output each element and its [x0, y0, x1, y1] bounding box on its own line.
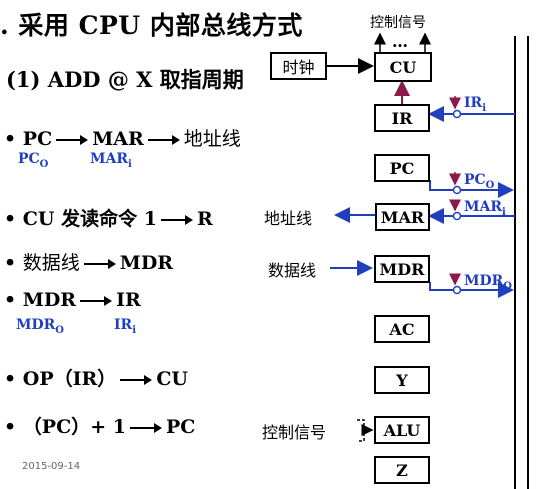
bullet: •	[4, 289, 17, 311]
mar-box: MAR	[375, 203, 430, 231]
pc-gate	[452, 185, 462, 195]
address-line-label: 地址线	[264, 209, 313, 228]
alu-box: ALU	[374, 416, 430, 444]
bullet: •	[4, 208, 17, 230]
step-right: MAR	[92, 128, 144, 150]
data-line-label: 数据线	[268, 261, 317, 280]
sub-ir-i: IRi	[114, 317, 136, 336]
ctrl-dots: …	[392, 32, 408, 51]
step-cu-read: • CU 发读命令 1 R	[4, 204, 213, 231]
step-right: R	[196, 208, 213, 230]
bullet: •	[4, 416, 17, 438]
step-text: 数据线	[22, 252, 80, 274]
step-right: MDR	[119, 252, 174, 274]
sub-mar-i: MARi	[90, 151, 132, 170]
signal-mdr-label: MDRO	[464, 273, 512, 292]
right-arrow-icon	[56, 135, 89, 145]
step-tail: 地址线	[183, 128, 241, 150]
mdr-bus-wire	[429, 282, 514, 298]
sub-mdr-o: MDRO	[16, 317, 64, 336]
ir-box: IR	[374, 104, 430, 132]
right-arrow-icon	[129, 423, 162, 433]
cu-box: CU	[374, 52, 432, 82]
signal-pc-label: PCO	[464, 172, 495, 191]
step-data-to-mdr: • 数据线 MDR	[4, 248, 173, 275]
step-text: CU 发读命令 1	[22, 208, 157, 230]
step-right: PC	[165, 416, 196, 438]
signal-mar-label: MARi	[464, 199, 506, 218]
ctrl-signal-bottom-label: 控制信号	[262, 423, 327, 442]
right-arrow-icon	[83, 259, 116, 269]
pc-bus-wire	[429, 180, 514, 198]
right-arrow-icon	[120, 375, 153, 385]
slide-title: . 采用 CPU 内部总线方式	[0, 11, 303, 40]
clock-box: 时钟	[270, 52, 327, 80]
step-mdr-to-ir: • MDR IR	[4, 289, 141, 311]
step-pc-increment: • （PC）+ 1 PC	[4, 412, 195, 439]
mdr-gate	[452, 285, 462, 295]
mar-gate	[452, 211, 462, 221]
slide-subtitle: (1) ADD @ X 取指周期	[6, 67, 244, 92]
bullet: •	[4, 368, 17, 390]
mdr-box: MDR	[374, 255, 430, 283]
right-arrow-icon	[80, 296, 113, 306]
step-op-to-cu: • OP（IR） CU	[4, 364, 188, 391]
step-text: OP（IR）	[22, 368, 117, 390]
ac-box: AC	[374, 315, 430, 343]
right-arrow-icon	[160, 215, 193, 225]
step-left: MDR	[22, 289, 77, 311]
step-text: （PC）+ 1	[22, 416, 126, 438]
step-right: CU	[156, 368, 189, 390]
step-right: IR	[116, 289, 141, 311]
ctrl-signal-top-label: 控制信号	[370, 15, 426, 31]
pc-box: PC	[374, 154, 430, 182]
bullet: •	[4, 252, 17, 274]
y-box: Y	[374, 366, 430, 394]
ir-gate	[452, 109, 462, 119]
alu-ctrl-bracket	[357, 419, 365, 442]
step-left: PC	[22, 128, 53, 150]
step-pc-to-mar: • PC MAR 地址线	[4, 124, 241, 151]
signal-ir-label: IRi	[464, 95, 486, 114]
z-box: Z	[374, 456, 430, 484]
sub-pc-o: PCO	[18, 151, 49, 170]
bullet: •	[4, 128, 17, 150]
slide-date: 2015-09-14	[22, 461, 81, 472]
right-arrow-icon	[147, 135, 180, 145]
